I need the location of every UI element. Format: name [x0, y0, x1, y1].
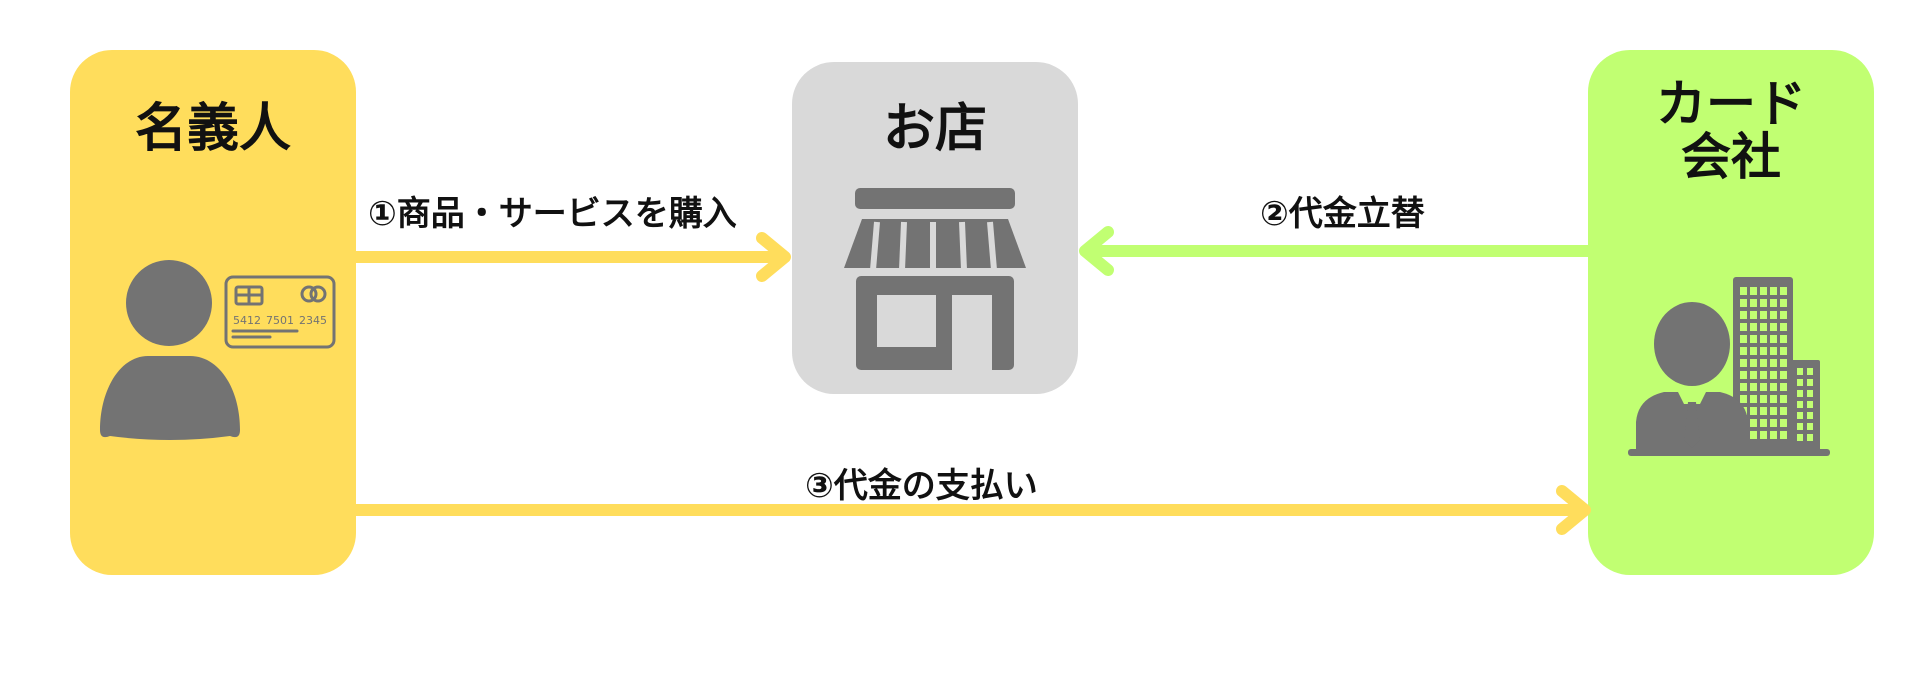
flow-label-advance-payment: ②代金立替	[1260, 194, 1425, 234]
arrow-advance-payment	[1079, 226, 1594, 276]
card-holder-node: 名義人	[70, 50, 356, 575]
shop-node: お店	[792, 62, 1078, 394]
card-holder-title: 名義人	[134, 99, 291, 159]
arrow-purchase	[350, 232, 791, 282]
card-company-node: カード 会社	[1588, 50, 1874, 575]
flow-label-purchase: ①商品・サービスを購入	[368, 194, 737, 234]
flow-label-payment: ③代金の支払い	[805, 466, 1038, 506]
card-company-title: カード 会社	[1656, 75, 1806, 186]
shop-title: お店	[882, 99, 987, 159]
